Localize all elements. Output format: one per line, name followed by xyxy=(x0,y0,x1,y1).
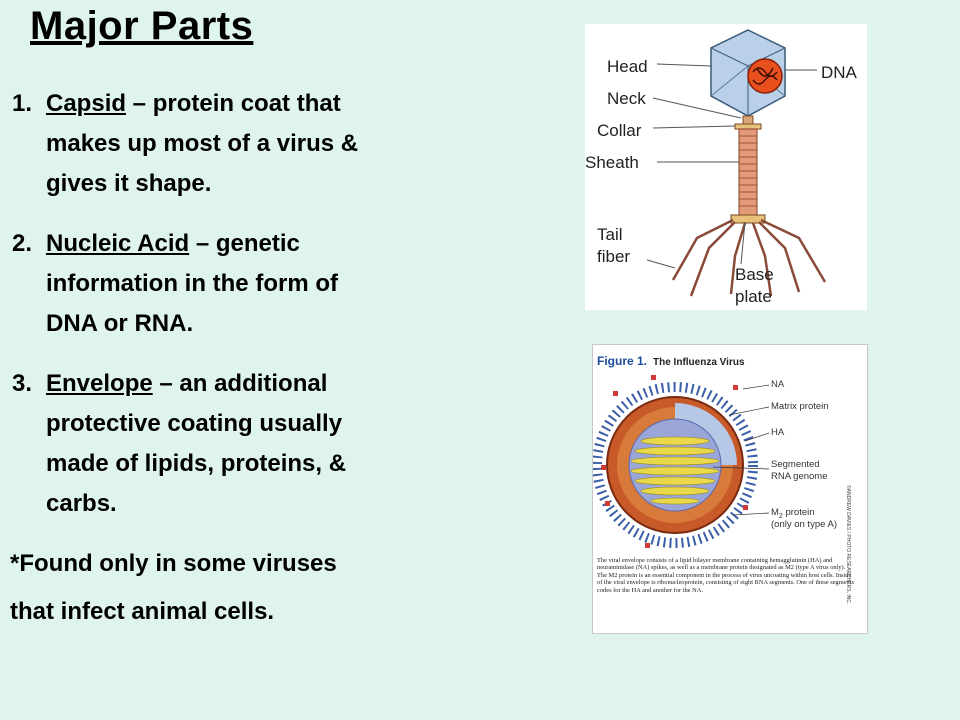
item-continuation: protective coating usually xyxy=(46,410,343,437)
label-tail: Tail xyxy=(597,225,623,244)
figure-label: Figure 1. xyxy=(597,354,647,368)
item-continuation: makes up most of a virus & xyxy=(46,130,359,157)
item-number: 1. xyxy=(12,90,33,117)
list-item-nucleic-acid: 2. Nucleic Acid – genetic information in … xyxy=(12,224,482,344)
item-continuation: carbs. xyxy=(46,490,117,517)
figure-title: The Influenza Virus xyxy=(653,357,745,368)
label-dna: DNA xyxy=(821,63,858,82)
footnote-line: that infect animal cells. xyxy=(10,598,275,625)
item-continuation: DNA or RNA. xyxy=(46,310,194,337)
label-ha: HA xyxy=(771,427,785,438)
label-plate: plate xyxy=(735,287,772,306)
item-definition: – protein coat that xyxy=(126,90,341,117)
label-m2-note: (only on type A) xyxy=(771,519,837,530)
photo-credit: ©ANDREW DAVIES / PHOTO RESEARCHERS, INC. xyxy=(845,485,851,605)
label-collar: Collar xyxy=(597,121,642,140)
bacteriophage-diagram: Head Neck Collar Sheath Tail fiber DNA B… xyxy=(585,24,867,310)
item-continuation: information in the form of xyxy=(46,270,338,297)
item-definition: – genetic xyxy=(189,230,300,257)
page-title: Major Parts xyxy=(30,4,254,48)
list-item-capsid: 1. Capsid – protein coat that makes up mo… xyxy=(12,84,482,204)
bacteriophage-illustration: Head Neck Collar Sheath Tail fiber DNA B… xyxy=(585,29,858,306)
label-segmented: Segmented xyxy=(771,459,820,470)
label-m2: M2 protein xyxy=(771,507,815,520)
item-term: Nucleic Acid xyxy=(46,230,190,257)
label-matrix-protein: Matrix protein xyxy=(771,401,829,412)
label-base: Base xyxy=(735,265,774,284)
label-rna-genome: RNA genome xyxy=(771,471,828,482)
influenza-illustration: Figure 1. The Influenza Virus xyxy=(592,354,837,548)
footnote: *Found only in some viruses that infect … xyxy=(10,540,490,636)
figure-caption: The viral envelope consists of a lipid b… xyxy=(597,557,854,594)
label-sheath: Sheath xyxy=(585,153,639,172)
item-number: 2. xyxy=(12,230,33,257)
label-head: Head xyxy=(607,57,648,76)
label-na: NA xyxy=(771,379,785,390)
footnote-line: *Found only in some viruses xyxy=(10,550,337,577)
item-definition: – an additional xyxy=(152,370,328,397)
item-number: 3. xyxy=(12,370,33,397)
list-item-envelope: 3. Envelope – an additional protective co… xyxy=(12,364,482,524)
item-continuation: made of lipids, proteins, & xyxy=(46,450,347,477)
item-term: Envelope xyxy=(46,370,153,397)
influenza-figure: Figure 1. The Influenza Virus xyxy=(592,344,868,634)
label-fiber: fiber xyxy=(597,247,630,266)
label-neck: Neck xyxy=(607,89,646,108)
item-continuation: gives it shape. xyxy=(46,170,212,197)
item-term: Capsid xyxy=(46,90,127,117)
